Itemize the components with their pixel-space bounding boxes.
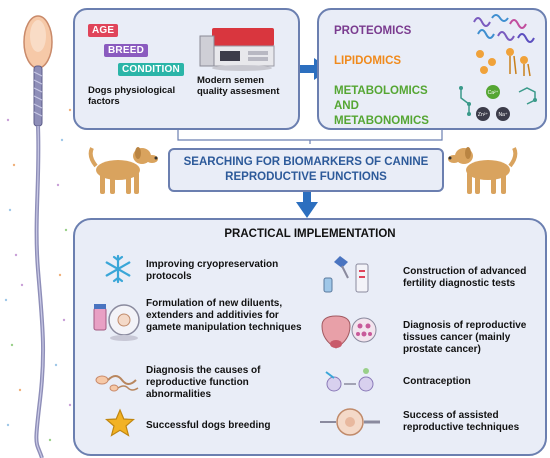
dog-right-icon xyxy=(448,147,518,194)
diagnosis-causes-item: Diagnosis the causes of reproductive fun… xyxy=(146,365,261,400)
contraception-icon xyxy=(325,368,374,392)
lipidomics-label: LIPIDOMICS xyxy=(334,55,402,67)
assisted-reproduction-item: Success of assisted reproductive techniq… xyxy=(403,410,520,433)
fertility-tests-item: Construction of advanced fertility diagn… xyxy=(403,266,527,289)
scattered-particles xyxy=(4,108,72,442)
down-arrow-icon xyxy=(296,192,318,218)
breed-tag: BREED xyxy=(104,44,149,57)
sperm-cell-illustration xyxy=(4,15,72,458)
cancer-diagnosis-item: Diagnosis of reproductive tissues cancer… xyxy=(403,320,527,355)
contraception-item: Contraception xyxy=(403,376,471,387)
dogs-breeding-item: Successful dogs breeding xyxy=(146,420,271,431)
ivf-icon xyxy=(320,408,380,436)
omics-panel xyxy=(317,8,547,130)
calcium-ion-label: Ca²⁺ xyxy=(488,90,499,96)
connector-bracket xyxy=(177,128,443,144)
proteomics-label: PROTEOMICS xyxy=(334,25,412,37)
implementation-title: PRACTICAL IMPLEMENTATION xyxy=(224,228,396,240)
biomarkers-title: SEARCHING FOR BIOMARKERS OF CANINE REPRO… xyxy=(183,156,429,183)
cryopreservation-item: Improving cryopreservation protocols xyxy=(146,259,279,282)
age-tag: AGE xyxy=(88,24,119,37)
sodium-ion-label: Na⁺ xyxy=(498,112,507,118)
sperm-abnormality-icon xyxy=(95,375,139,392)
semen-analyzer-icon xyxy=(199,28,275,71)
dogs-factors-label: Dogs physiological factors xyxy=(88,85,176,107)
condition-tag: CONDITION xyxy=(118,63,184,76)
star-icon xyxy=(105,408,135,437)
biomarkers-title-box: SEARCHING FOR BIOMARKERS OF CANINE REPRO… xyxy=(168,148,444,192)
implementation-panel xyxy=(73,218,547,456)
protein-cluster-icon xyxy=(473,14,535,43)
culture-dish-icon xyxy=(93,304,140,341)
prostate-cancer-icon xyxy=(321,315,377,349)
diluents-item: Formulation of new diluents, extenders a… xyxy=(146,298,302,333)
metabolite-ions-icon: Ca²⁺ Zn²⁺ Na⁺ xyxy=(459,85,537,121)
semen-assessment-label: Modern semen quality assesment xyxy=(197,75,280,97)
dog-left-icon xyxy=(88,147,158,194)
test-kit-icon xyxy=(323,256,369,293)
zinc-ion-label: Zn²⁺ xyxy=(478,112,489,118)
snowflake-icon xyxy=(105,254,131,284)
lipid-icon xyxy=(476,48,531,77)
metabolomics-label: METABOLOMICS AND METABONOMICS xyxy=(334,85,429,127)
